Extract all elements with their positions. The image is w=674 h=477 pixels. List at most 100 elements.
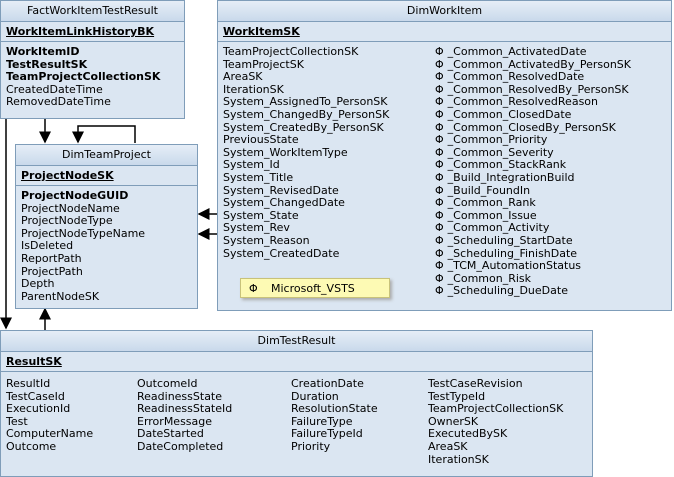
microsoft-vsts-legend: Φ Microsoft_VSTS	[240, 278, 390, 298]
workitem-phi-field: Φ_Scheduling_StartDate	[435, 233, 631, 248]
testresult-field: OutcomeId	[137, 377, 198, 390]
phi-icon: Φ	[249, 282, 258, 295]
teamproject-primary-key: ProjectNodeSK	[16, 166, 197, 186]
workitem-phi-field: Φ_Common_ActivatedBy_PersonSK	[435, 57, 631, 72]
teamproject-table-title: DimTeamProject	[16, 145, 197, 166]
phi-icon: Φ	[435, 233, 444, 247]
workitem-phi-field: Φ_Build_IntegrationBuild	[435, 170, 631, 185]
testresult-field: ErrorMessage	[137, 414, 213, 428]
testresult-table-title: DimTestResult	[1, 331, 592, 352]
testresult-field: OwnerSK	[428, 414, 479, 428]
workitem-phi-field-label: _Common_Issue	[447, 208, 537, 222]
phi-icon: Φ	[435, 208, 444, 222]
workitem-phi-field-label: _Common_ActivatedBy_PersonSK	[447, 57, 631, 71]
workitem-phi-field: Φ_Common_Risk	[435, 271, 631, 286]
workitem-phi-field-label: _Common_ResolvedBy_PersonSK	[447, 82, 629, 96]
teamproject-field: Depth	[21, 277, 55, 291]
testresult-field: Duration	[291, 389, 339, 403]
workitem-phi-field-label: _Common_StackRank	[447, 158, 567, 172]
workitem-phi-field: Φ_Build_FoundIn	[435, 183, 631, 198]
workitem-field: System_Reason	[223, 233, 310, 247]
workitem-phi-field-label: _Common_ClosedDate	[447, 107, 572, 121]
testresult-field: Test	[6, 414, 28, 428]
workitem-field: System_ChangedBy_PersonSK	[223, 107, 390, 121]
workitem-phi-field: Φ_Common_Activity	[435, 222, 631, 235]
workitem-phi-field-label: _Scheduling_FinishDate	[447, 246, 578, 260]
workitem-phi-field-label: _Build_IntegrationBuild	[447, 170, 575, 184]
testresult-field: ResultId	[6, 377, 51, 390]
dim-teamproject-table[interactable]: DimTeamProject ProjectNodeSK ProjectNode…	[15, 144, 198, 309]
workitem-phi-field: Φ_Common_ResolvedBy_PersonSK	[435, 82, 631, 97]
workitem-phi-field: Φ_Common_Priority	[435, 133, 631, 147]
phi-icon: Φ	[435, 70, 444, 84]
workitem-field: System_Title	[223, 170, 294, 184]
workitem-phi-field-label: _Build_FoundIn	[447, 183, 531, 197]
workitem-field: System_Id	[223, 158, 280, 172]
workitem-phi-field-label: _Common_Activity	[447, 221, 550, 235]
testresult-field: DateStarted	[137, 427, 204, 441]
teamproject-field: ProjectNodeType	[21, 214, 113, 228]
teamproject-field: ProjectNodeGUID	[21, 189, 129, 202]
teamproject-field-list: ProjectNodeGUID ProjectNodeName ProjectN…	[16, 186, 197, 303]
workitem-phi-field: Φ_Common_ActivatedDate	[435, 45, 631, 59]
workitem-field: System_ChangedDate	[223, 196, 345, 210]
workitem-phi-field: Φ_Common_StackRank	[435, 159, 631, 172]
phi-icon: Φ	[435, 246, 444, 260]
phi-icon: Φ	[435, 82, 444, 96]
workitem-phi-field: Φ_Common_Rank	[435, 196, 631, 210]
workitem-phi-field-label: _Scheduling_StartDate	[447, 233, 573, 247]
workitem-phi-field-label: _Common_ActivatedDate	[447, 45, 587, 58]
teamproject-field: ProjectNodeTypeName	[21, 226, 146, 240]
testresult-field: TestCaseRevision	[428, 377, 523, 390]
phi-icon: Φ	[435, 57, 444, 71]
testresult-field: Priority	[291, 439, 331, 453]
workitem-field: IterationSK	[223, 82, 284, 96]
phi-icon: Φ	[435, 45, 444, 58]
testresult-field: ResolutionState	[291, 402, 378, 416]
workitem-field: TeamProjectSK	[223, 57, 304, 71]
phi-icon: Φ	[435, 284, 444, 298]
phi-icon: Φ	[435, 145, 444, 159]
workitem-phi-field-label: _Common_Risk	[447, 271, 532, 285]
phi-icon: Φ	[435, 221, 444, 235]
workitem-field: System_Rev	[223, 221, 290, 235]
teamproject-field: ProjectPath	[21, 264, 83, 278]
workitem-phi-field: Φ_Common_ClosedDate	[435, 107, 631, 122]
phi-icon: Φ	[435, 183, 444, 197]
fact-field: CreatedDateTime	[6, 82, 103, 96]
workitem-phi-field-label: _TCM_AutomationStatus	[447, 259, 582, 273]
workitem-field: System_CreatedBy_PersonSK	[223, 120, 384, 134]
fact-field-list: WorkItemID TestResultSK TeamProjectColle…	[1, 42, 184, 109]
workitem-field: System_CreatedDate	[223, 246, 340, 260]
teamproject-field: ReportPath	[21, 251, 82, 265]
testresult-field: TestTypeId	[428, 389, 486, 403]
testresult-field: DateCompleted	[137, 439, 224, 453]
fact-field: TestResultSK	[6, 57, 88, 71]
phi-icon: Φ	[435, 120, 444, 134]
testresult-field: TestCaseId	[6, 389, 65, 403]
testresult-field: TeamProjectCollectionSK	[428, 402, 564, 416]
workitem-field: System_State	[223, 208, 299, 222]
workitem-phi-field-label: _Scheduling_DueDate	[447, 284, 568, 298]
phi-icon: Φ	[435, 133, 444, 147]
fact-field: WorkItemID	[6, 45, 80, 58]
testresult-field: FailureTypeId	[291, 427, 363, 441]
teamproject-field: ProjectNodeName	[21, 201, 120, 215]
workitem-phi-field-label: _Common_ResolvedDate	[447, 70, 585, 84]
fact-primary-key: WorkItemLinkHistoryBK	[1, 22, 184, 42]
workitem-field: AreaSK	[223, 70, 263, 84]
workitem-phi-field-label: _Common_Severity	[447, 145, 554, 159]
dim-workitem-table[interactable]: DimWorkItem WorkItemSK TeamProjectCollec…	[217, 0, 672, 311]
testresult-field: ExecutionId	[6, 402, 71, 416]
fact-workitem-testresult-table[interactable]: FactWorkItemTestResult WorkItemLinkHisto…	[0, 0, 185, 119]
fact-field: RemovedDateTime	[6, 95, 111, 109]
workitem-table-title: DimWorkItem	[218, 1, 671, 22]
testresult-field: FailureType	[291, 414, 353, 428]
workitem-field: PreviousState	[223, 133, 299, 147]
